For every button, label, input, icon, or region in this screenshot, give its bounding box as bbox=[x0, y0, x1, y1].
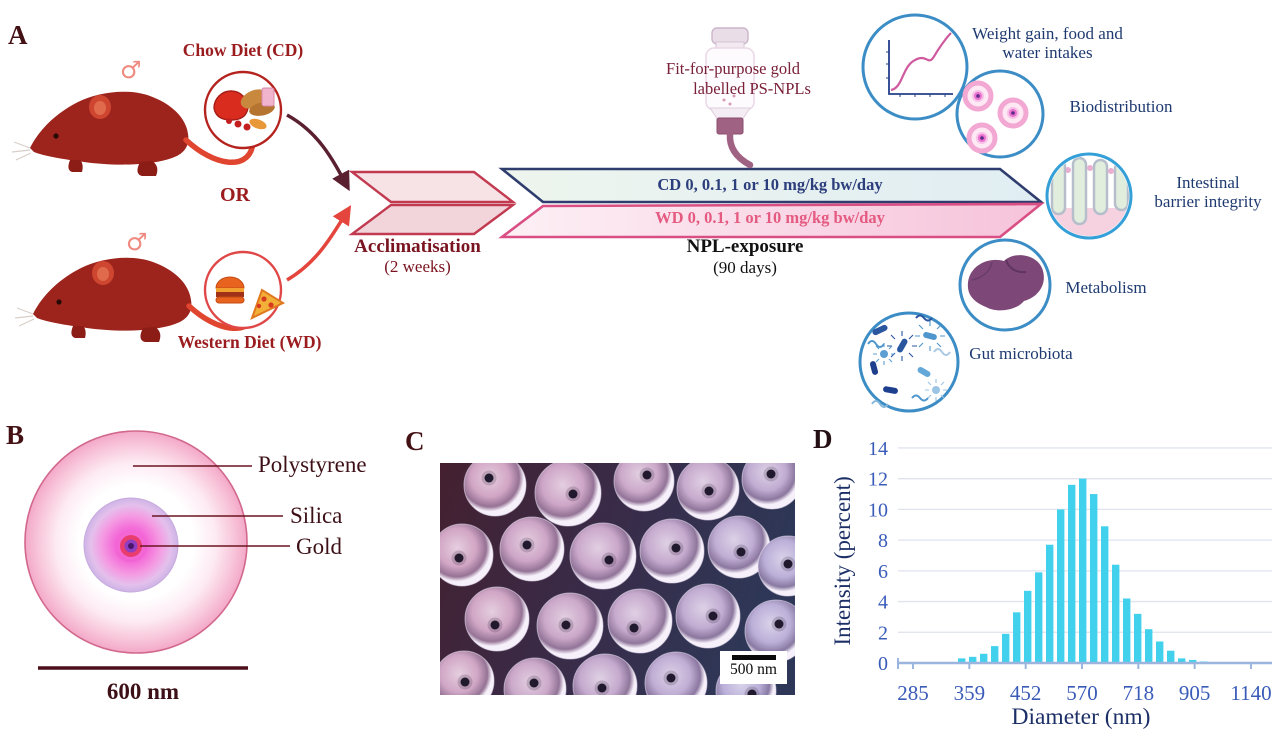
mouse-icon bbox=[11, 91, 256, 176]
wd-arrow bbox=[286, 205, 352, 282]
panel-c-scale-bar bbox=[731, 655, 776, 660]
outcome-label-intestinal-line2: barrier integrity bbox=[1154, 192, 1262, 212]
svg-text:8: 8 bbox=[878, 530, 888, 552]
exposure-duration: (90 days) bbox=[713, 258, 777, 277]
cd-band bbox=[498, 167, 1045, 204]
water-bottle-icon bbox=[705, 27, 755, 169]
growth-curve-icon bbox=[861, 13, 969, 121]
liver-icon bbox=[958, 238, 1052, 332]
silica-label: Silica bbox=[290, 503, 343, 528]
chow-diet-label: Chow Diet (CD) bbox=[182, 40, 304, 60]
svg-text:12: 12 bbox=[868, 469, 888, 491]
or-label: OR bbox=[220, 184, 250, 206]
acclimatisation-chevron bbox=[348, 170, 517, 236]
panel-c-scale-box: 500 nm bbox=[720, 651, 787, 684]
cd-band-text: CD 0, 0.1, 1 or 10 mg/kg bw/day bbox=[657, 175, 883, 194]
outcome-label-intestinal-line1: Intestinal bbox=[1176, 173, 1240, 192]
exposure-title: NPL-exposure bbox=[686, 236, 804, 257]
outcome-label-biodistribution: Biodistribution bbox=[1069, 97, 1173, 116]
western-diet-icon bbox=[203, 250, 286, 330]
outcome-label-intestinal: Intestinal barrier integrity bbox=[1138, 173, 1278, 211]
acclimatisation-title: Acclimatisation bbox=[354, 236, 481, 257]
svg-text:359: 359 bbox=[954, 681, 986, 705]
panel-a-graphics bbox=[11, 13, 1133, 413]
cd-arrow bbox=[286, 113, 350, 192]
intestinal-villi-icon bbox=[1045, 152, 1133, 240]
wd-band bbox=[498, 202, 1045, 239]
nanoparticle bbox=[966, 122, 998, 154]
panel-b-graphics bbox=[24, 430, 290, 670]
svg-text:6: 6 bbox=[878, 561, 888, 583]
acclimatisation-duration: (2 weeks) bbox=[384, 257, 451, 276]
panel-c-scale-label: 500 nm bbox=[730, 661, 777, 678]
outcome-label-gut-microbiota: Gut microbiota bbox=[969, 344, 1073, 363]
svg-text:452: 452 bbox=[1010, 681, 1042, 705]
svg-text:285: 285 bbox=[897, 681, 929, 705]
outcome-label-weight-line1: Weight gain, food and bbox=[972, 24, 1123, 43]
male-symbol-bottom: ♂ bbox=[126, 228, 148, 256]
nanoparticle bbox=[997, 97, 1029, 129]
panel-c-label: C bbox=[405, 426, 425, 456]
svg-text:14: 14 bbox=[868, 438, 888, 460]
svg-text:718: 718 bbox=[1123, 681, 1155, 705]
svg-text:905: 905 bbox=[1179, 681, 1211, 705]
bottle-caption-line1: Fit-for-purpose gold bbox=[666, 59, 800, 78]
x-axis-title: Diameter (nm) bbox=[1011, 704, 1151, 730]
panel-b-scale-label: 600 nm bbox=[106, 679, 180, 704]
y-axis-title: Intensity (percent) bbox=[830, 476, 856, 646]
nanoparticles-icon bbox=[955, 69, 1045, 159]
panel-b-label: B bbox=[6, 420, 25, 450]
wd-band-text: WD 0, 0.1, 1 or 10 mg/kg bw/day bbox=[655, 208, 885, 227]
gold-label: Gold bbox=[296, 534, 342, 559]
svg-text:0: 0 bbox=[878, 653, 888, 675]
bottle-caption-line2: labelled PS-NPLs bbox=[693, 79, 811, 98]
polystyrene-label: Polystyrene bbox=[258, 452, 367, 477]
outcome-label-weight-line2: water intakes bbox=[1002, 43, 1093, 63]
outcome-label-weight: Weight gain, food and water intakes bbox=[950, 24, 1145, 62]
male-symbol-top: ♂ bbox=[120, 56, 142, 84]
svg-text:10: 10 bbox=[868, 499, 888, 521]
chow-diet-icon bbox=[203, 70, 283, 150]
electron-micrograph bbox=[440, 463, 795, 695]
nanoparticle bbox=[962, 80, 994, 112]
svg-text:570: 570 bbox=[1066, 681, 1098, 705]
outcome-label-metabolism: Metabolism bbox=[1065, 278, 1147, 297]
size-distribution-chart: 285 359 452 570 718 905 1140 0 2 4 6 8 10 12 14 bbox=[868, 438, 1272, 705]
western-diet-label: Western Diet (WD) bbox=[177, 332, 322, 352]
svg-text:1140: 1140 bbox=[1230, 681, 1271, 705]
svg-text:4: 4 bbox=[878, 592, 888, 614]
panel-a-label: A bbox=[8, 20, 28, 50]
svg-text:2: 2 bbox=[878, 622, 888, 644]
bacteria-icon bbox=[858, 311, 960, 413]
panel-d-label: D bbox=[813, 424, 833, 454]
